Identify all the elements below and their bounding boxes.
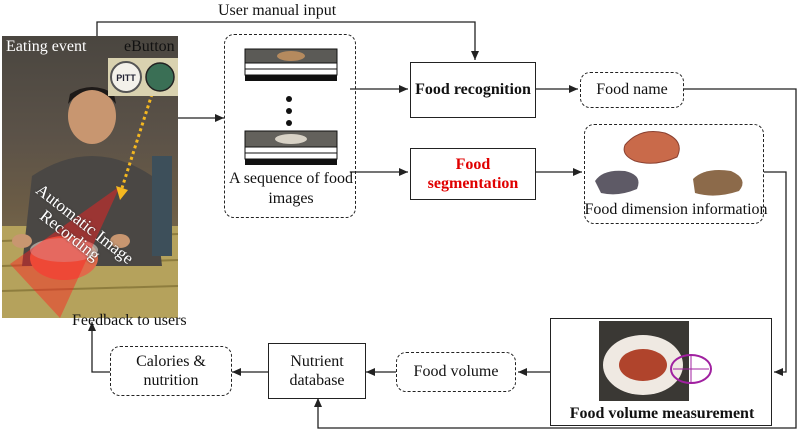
eating-event-photo: PITT xyxy=(2,36,178,318)
image-stack-illustration xyxy=(244,48,338,165)
food-volume-measurement-box: Food volume measurement xyxy=(550,318,772,426)
ebutton-circuit-icon xyxy=(145,62,175,92)
food-dimension-label: Food dimension information xyxy=(584,201,768,218)
food-pieces-illustration xyxy=(595,131,743,196)
user-manual-input-label: User manual input xyxy=(218,2,337,19)
eating-event-label: Eating event xyxy=(6,38,87,55)
nutrient-database-box: Nutrient database xyxy=(268,343,366,399)
image-sequence-label: A sequence of food images xyxy=(229,170,353,207)
volume-measurement-illustration xyxy=(599,321,712,401)
arrow-user-manual-input xyxy=(96,21,479,60)
eating-event-illustration: PITT xyxy=(2,58,178,318)
food-name-box: Food name xyxy=(580,72,684,108)
food-dimension-box: Food dimension information xyxy=(584,124,768,224)
food-volume-measurement-label: Food volume measurement xyxy=(569,405,755,422)
ebutton-label: eButton xyxy=(124,38,175,55)
food-segmentation-box: Food segmentation xyxy=(410,148,536,200)
arrow-dimension-to-volume xyxy=(764,171,787,376)
ebutton-dotted-arrow xyxy=(120,93,154,189)
calories-nutrition-box: Calories & nutrition xyxy=(110,346,232,396)
food-volume-box: Food volume xyxy=(396,352,516,392)
arrow-name-to-nutrient xyxy=(314,88,797,429)
food-recognition-box: Food recognition xyxy=(410,62,536,118)
image-sequence-box: A sequence of food images xyxy=(224,34,356,218)
ebutton-device-icon xyxy=(110,61,142,93)
arrow-feedback-to-users xyxy=(88,322,110,373)
recording-cone xyxy=(10,186,120,318)
svg-text:PITT: PITT xyxy=(116,73,136,83)
feedback-to-users-label: Feedback to users xyxy=(72,312,187,329)
